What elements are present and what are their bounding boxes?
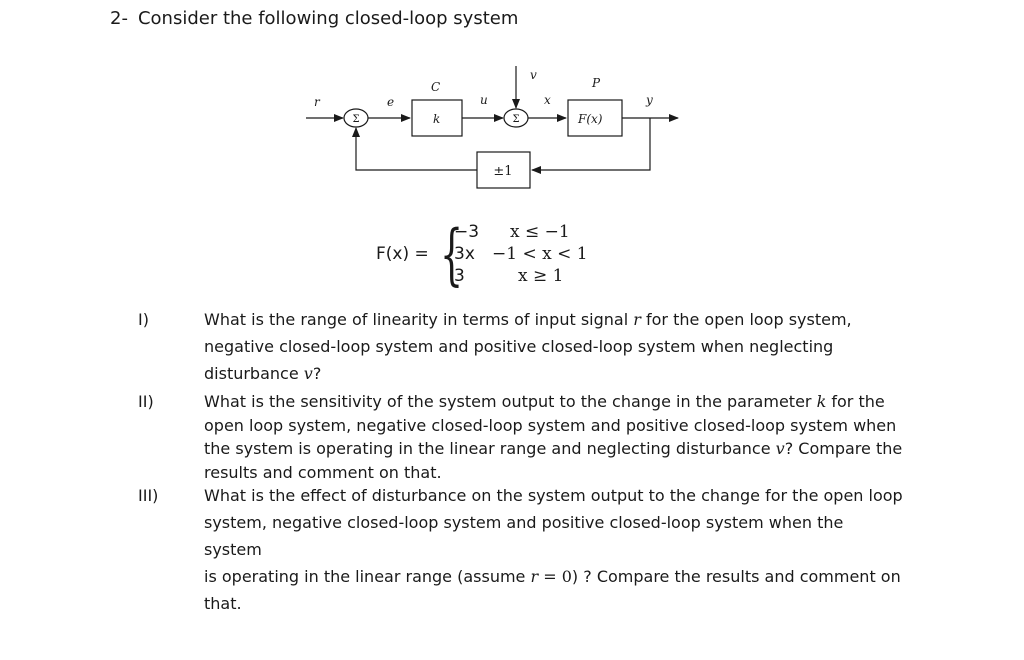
label-x: x [544,93,551,107]
label-r: r [314,95,321,109]
question-line: the system is operating in the linear ra… [204,439,903,458]
label-y: y [645,93,653,107]
equation-brace: { [440,216,464,293]
problem-heading: 2- Consider the following closed-loop sys… [110,8,518,29]
problem-title: Consider the following closed-loop syste… [137,8,519,29]
question-text: What is the range of linearity in terms … [204,306,904,387]
label-k: k [433,112,440,126]
math-symbol: r [530,567,539,586]
question-line: disturbance v? [204,364,322,383]
feedback-path-left [352,127,477,171]
question-line: system, negative closed-loop system and … [204,513,844,559]
label-feedback-gain: ±1 [493,164,512,179]
question-line: that. [204,594,242,613]
label-Fx: F(x) [577,112,603,126]
question-text: What is the sensitivity of the system ou… [204,390,904,484]
question-label: II) [138,392,154,411]
case-condition: x ≤ −1 [510,222,570,242]
feedback-path-right [531,118,651,174]
case-value: 3 [454,266,465,286]
math-symbol: v [303,364,313,383]
case-condition: x ≥ 1 [518,266,564,286]
block-diagram: r e C k u v x P F(x) y Σ Σ ±1 [306,66,679,189]
case-value: −3 [454,222,480,242]
question-label: III) [138,486,159,505]
label-e: e [387,95,394,109]
math-symbol: k [816,392,827,411]
question-line: is operating in the linear range (assume… [204,567,901,586]
question-label: I) [138,310,149,329]
sum-symbol-1: Σ [352,114,359,125]
label-C: C [431,80,440,94]
label-P: P [591,76,601,90]
question-line: negative closed-loop system and positive… [204,337,834,356]
math-symbol: v [775,439,785,458]
question-line: What is the range of linearity in terms … [204,310,852,329]
math-symbol: r [633,310,641,329]
question-line: open loop system, negative closed-loop s… [204,415,897,435]
label-v: v [530,68,537,82]
question-line: What is the sensitivity of the system ou… [204,392,885,411]
case-condition: −1 < x < 1 [492,244,588,264]
label-u: u [480,93,488,107]
question-line: results and comment on that. [204,462,442,482]
case-value: 3x [454,244,475,264]
math-expression: = 0 [538,567,572,586]
question-text: What is the effect of disturbance on the… [204,482,904,617]
question-line: What is the effect of disturbance on the… [204,486,903,505]
equation-lhs: F(x) = [376,244,429,264]
problem-number: 2- [110,8,128,29]
sum-symbol-2: Σ [512,114,519,125]
